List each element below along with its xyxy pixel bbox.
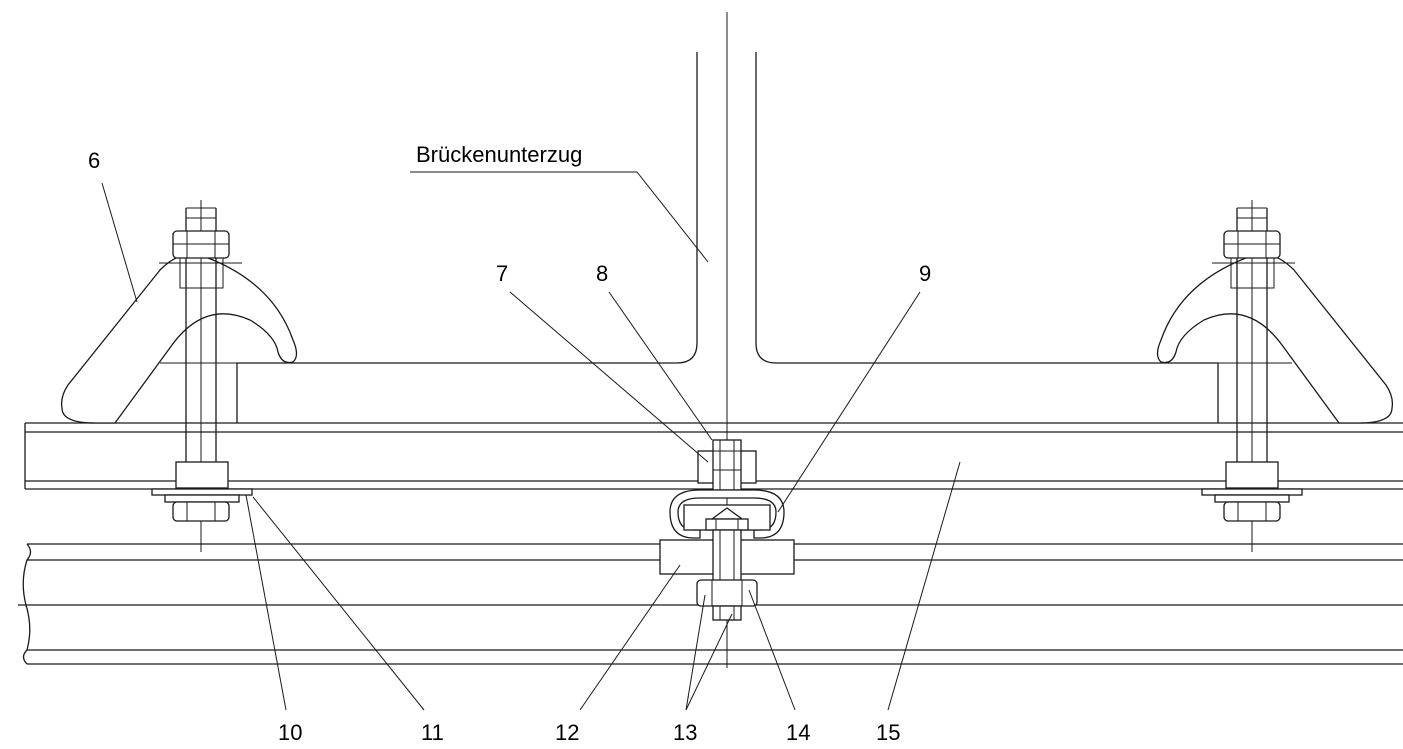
leader-lines (101, 171, 961, 711)
callout-8: 8 (596, 261, 608, 286)
left-clamp (60, 200, 298, 552)
right-clamp (1156, 200, 1394, 552)
callout-6: 6 (88, 148, 100, 173)
callout-14: 14 (786, 720, 810, 745)
callout-15: 15 (876, 720, 900, 745)
center-fastener (659, 439, 795, 621)
callout-11: 11 (421, 720, 444, 745)
callout-10: 10 (278, 720, 302, 745)
girder-label: Brückenunterzug (416, 142, 582, 167)
bridge-girder (236, 52, 1219, 423)
callout-7: 7 (496, 261, 508, 286)
callout-13: 13 (673, 720, 697, 745)
callout-12: 12 (555, 720, 579, 745)
callout-9: 9 (919, 261, 931, 286)
